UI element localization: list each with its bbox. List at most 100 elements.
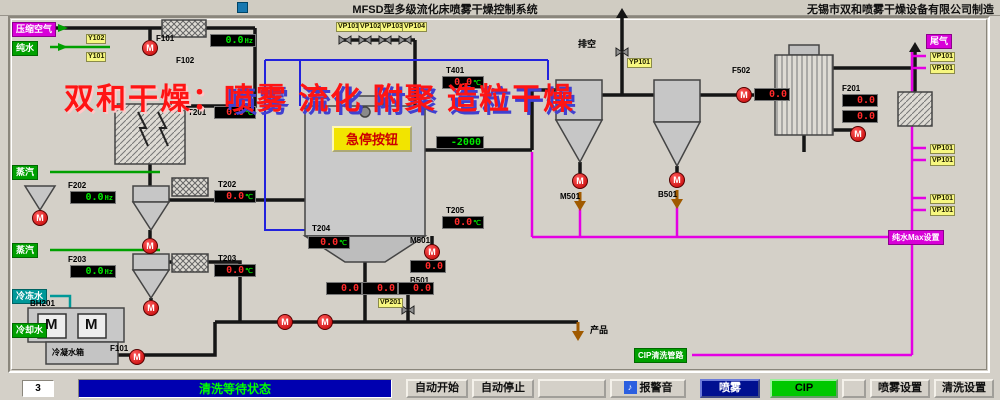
lightning-icon bbox=[137, 111, 149, 147]
display-t204: 0.0℃ bbox=[308, 236, 350, 249]
exhaust-filter bbox=[897, 91, 933, 127]
pump-manifold-1[interactable]: M bbox=[277, 314, 293, 330]
pump-manifold-2[interactable]: M bbox=[317, 314, 333, 330]
pump-b501[interactable]: M bbox=[669, 172, 685, 188]
valve-yp101[interactable] bbox=[615, 47, 629, 57]
display-center: 0.0 bbox=[410, 260, 446, 273]
heat-exchanger-3 bbox=[171, 253, 209, 273]
feed-hopper bbox=[23, 185, 57, 212]
motor-box-2 bbox=[77, 313, 107, 339]
spray-settings-button[interactable]: 喷雾设置 bbox=[870, 379, 930, 398]
valve-vp103[interactable] bbox=[378, 35, 392, 45]
pump-hopper[interactable]: M bbox=[32, 210, 48, 226]
pump-m501-center[interactable]: M bbox=[424, 244, 440, 260]
display-t203: 0.0℃ bbox=[214, 264, 256, 277]
cyclone-b-cone bbox=[652, 121, 702, 168]
alarm-counter: 3 bbox=[22, 380, 54, 397]
cyclone-1-body bbox=[132, 185, 170, 203]
label-t401: T401 bbox=[446, 66, 465, 75]
tag-y102[interactable]: Y102 bbox=[86, 34, 107, 44]
valve-vp201[interactable] bbox=[401, 305, 415, 315]
company-name: 无锡市双和喷雾干燥设备有限公司制造 bbox=[807, 4, 994, 16]
auto-stop-button[interactable]: 自动停止 bbox=[472, 379, 534, 398]
title-bar: MFSD型多级流化床喷雾干燥控制系统 无锡市双和喷雾干燥设备有限公司制造 bbox=[0, 0, 1000, 16]
label-steam-2: 蒸汽 bbox=[12, 243, 39, 258]
label-m501-center: M501 bbox=[410, 236, 431, 245]
display-bottom-3: 0.0 bbox=[398, 282, 434, 295]
label-f201: F201 bbox=[842, 84, 861, 93]
pump-cyclone1[interactable]: M bbox=[142, 238, 158, 254]
label-t202: T202 bbox=[218, 180, 237, 189]
tag-vp201[interactable]: VP201 bbox=[378, 298, 404, 308]
label-f101-top: F101 bbox=[156, 34, 175, 43]
pump-f201[interactable]: M bbox=[850, 126, 866, 142]
label-m501-cyclone: M501 bbox=[560, 192, 581, 201]
label-cip-line: CIP清洗管路 bbox=[634, 348, 688, 363]
valve-vp102[interactable] bbox=[358, 35, 372, 45]
page-title: MFSD型多级流化床喷雾干燥控制系统 bbox=[352, 4, 538, 16]
blue-pipes bbox=[264, 59, 549, 231]
label-chilled-water: 冷冻水 bbox=[12, 289, 48, 304]
label-t204: T204 bbox=[312, 224, 331, 233]
auto-start-button[interactable]: 自动开始 bbox=[406, 379, 468, 398]
clean-settings-button[interactable]: 清洗设置 bbox=[934, 379, 994, 398]
label-f203: F203 bbox=[68, 255, 87, 264]
label-f202: F202 bbox=[68, 181, 87, 190]
bag-filter bbox=[114, 103, 186, 165]
display-f502: 0.0 bbox=[754, 88, 790, 101]
pump-m501[interactable]: M bbox=[572, 173, 588, 189]
tag-yp101[interactable]: YP101 bbox=[627, 58, 653, 68]
tag-right-valve[interactable]: VP101 bbox=[930, 144, 956, 154]
tag-right-valve[interactable]: VP101 bbox=[930, 206, 956, 216]
display-f201: 0.0 bbox=[842, 94, 878, 107]
cyclone-1-cone bbox=[131, 201, 171, 232]
pump-f502[interactable]: M bbox=[736, 87, 752, 103]
pump-cyclone2[interactable]: M bbox=[143, 300, 159, 316]
cip-button[interactable]: CIP bbox=[770, 379, 838, 398]
display-t205: 0.0℃ bbox=[442, 216, 484, 229]
label-t201: T201 bbox=[188, 108, 207, 117]
motor-m-1: M bbox=[45, 316, 58, 333]
display-t202: 0.0℃ bbox=[214, 190, 256, 203]
display-t201: 0.0℃ bbox=[214, 106, 256, 119]
tag-right-valve[interactable]: VP101 bbox=[930, 194, 956, 204]
alarm-mute-button[interactable]: ♪报警音 bbox=[610, 379, 686, 398]
label-pure-water-max: 纯水Max设置 bbox=[888, 230, 944, 245]
spacer-panel-1 bbox=[538, 379, 606, 398]
display-t401: 0.0℃ bbox=[442, 76, 484, 89]
valves bbox=[338, 35, 629, 315]
label-bh201: BH201 bbox=[30, 299, 55, 308]
spray-button[interactable]: 喷雾 bbox=[700, 379, 760, 398]
motor-m-2: M bbox=[85, 316, 98, 333]
atomizer-icon bbox=[359, 106, 371, 118]
display-bottom-1: 0.0 bbox=[326, 282, 362, 295]
heat-exchanger-2 bbox=[171, 177, 209, 197]
label-f101-pump: F101 bbox=[110, 344, 129, 353]
display-bottom-2: 0.0 bbox=[362, 282, 398, 295]
cyclone-2-body bbox=[132, 253, 170, 271]
label-f102: F102 bbox=[176, 56, 195, 65]
tag-right-valve[interactable]: VP101 bbox=[930, 52, 956, 62]
label-t203: T203 bbox=[218, 254, 237, 263]
display-f201-b: 0.0 bbox=[842, 110, 878, 123]
valve-vp101[interactable] bbox=[338, 35, 352, 45]
pump-f101-top[interactable]: M bbox=[142, 40, 158, 56]
tag-y101[interactable]: Y101 bbox=[86, 52, 107, 62]
emergency-stop-button[interactable]: 急停按钮 bbox=[332, 126, 412, 152]
tag-right-valve[interactable]: VP101 bbox=[930, 156, 956, 166]
tag-right-valve[interactable]: VP101 bbox=[930, 64, 956, 74]
label-f502: F502 bbox=[732, 66, 751, 75]
tag-vp104[interactable]: VP104 bbox=[402, 22, 428, 32]
alarm-sound-icon: ♪ bbox=[623, 380, 637, 394]
valve-vp104[interactable] bbox=[398, 35, 412, 45]
condenser-cap bbox=[788, 44, 820, 56]
cyclone-a-body bbox=[555, 79, 603, 121]
pump-f101-bottom[interactable]: M bbox=[129, 349, 145, 365]
heat-exchanger-1 bbox=[161, 19, 207, 38]
cyclone-a-cone bbox=[554, 119, 604, 164]
app-icon bbox=[237, 2, 248, 13]
